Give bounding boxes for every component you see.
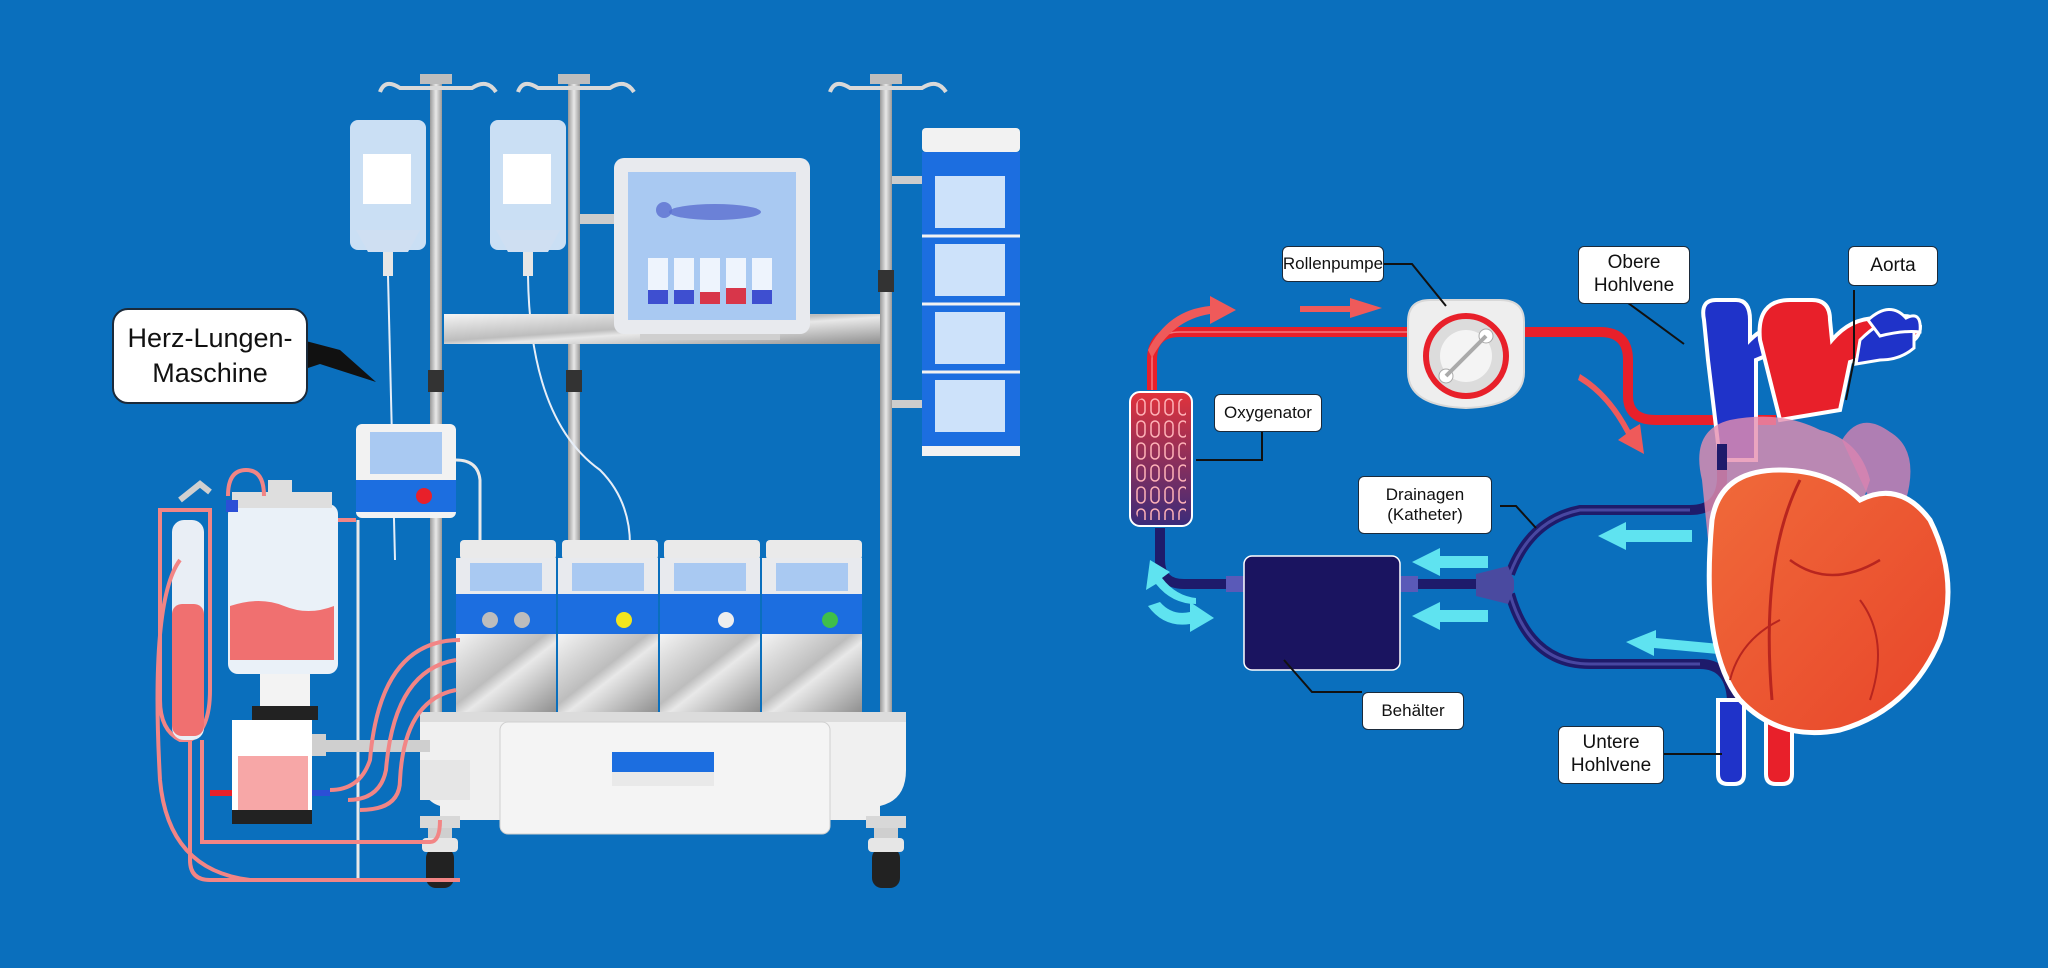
reservoir-label: Behälter <box>1381 700 1445 720</box>
flow-arrows-arterial <box>1148 296 1644 454</box>
aorta-label: Aorta <box>1870 254 1916 276</box>
pump-module <box>762 540 862 712</box>
label-superior-vena-cava: Obere Hohlvene <box>1578 246 1690 304</box>
y-connector <box>1476 566 1514 604</box>
oxygenator-label: Oxygenator <box>1224 402 1312 422</box>
label-oxygenator: Oxygenator <box>1214 394 1322 432</box>
iv-bag-icon <box>490 120 631 546</box>
arterial-return-line <box>1500 327 1776 425</box>
label-aorta: Aorta <box>1848 246 1938 286</box>
patient-silhouette-icon <box>656 202 761 220</box>
cart-base <box>420 712 906 888</box>
label-roller-pump: Rollenpumpe <box>1282 246 1384 282</box>
roller-pump-icon <box>1407 299 1525 410</box>
roller-pump-label: Rollenpumpe <box>1282 253 1384 273</box>
label-drainage: Drainagen (Katheter) <box>1358 476 1492 534</box>
control-unit <box>356 424 482 880</box>
drainage-label: Drainagen (Katheter) <box>1385 484 1465 524</box>
cpb-circuit-diagram <box>1129 263 1951 786</box>
heart-icon <box>1699 298 1951 786</box>
tubing <box>155 467 461 882</box>
monitor-icon <box>614 158 810 340</box>
pump-module <box>558 540 658 712</box>
reservoir-icon <box>158 480 430 824</box>
arterial-line <box>1147 327 1430 390</box>
bubble-pointer <box>302 340 376 382</box>
label-inferior-vena-cava: Untere Hohlvene <box>1558 726 1664 784</box>
flow-arrows-venous <box>1146 522 1720 656</box>
drawer-cabinet <box>892 128 1020 456</box>
machine-title-bubble: Herz-Lungen- Maschine <box>112 308 308 404</box>
machine-title: Herz-Lungen- Maschine <box>127 322 293 388</box>
pump-modules <box>456 540 862 712</box>
inferior-vena-cava-label: Untere Hohlvene <box>1570 732 1652 776</box>
pump-module <box>660 540 760 712</box>
pump-module <box>456 540 556 712</box>
reservoir-box <box>1243 555 1401 671</box>
superior-vena-cava-label: Obere Hohlvene <box>1593 252 1675 296</box>
label-reservoir: Behälter <box>1362 692 1464 730</box>
iv-bag-icon <box>350 120 426 561</box>
heart-lung-machine <box>155 74 1020 888</box>
oxygenator-icon <box>1129 391 1193 527</box>
iv-stand-poles <box>378 74 948 770</box>
